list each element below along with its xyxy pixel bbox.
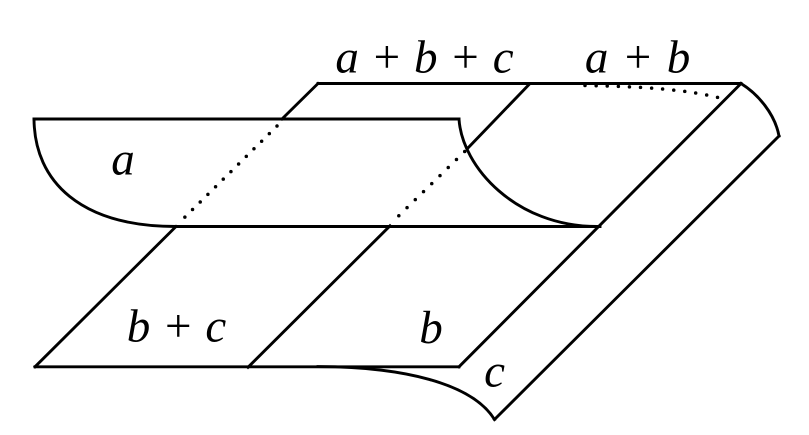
- svg-text:c: c: [484, 346, 505, 398]
- svg-text:a + b + c: a + b + c: [335, 32, 513, 84]
- svg-text:a: a: [111, 134, 135, 186]
- svg-text:b: b: [419, 302, 443, 354]
- svg-text:b + c: b + c: [127, 301, 227, 353]
- svg-text:a + b: a + b: [585, 32, 691, 84]
